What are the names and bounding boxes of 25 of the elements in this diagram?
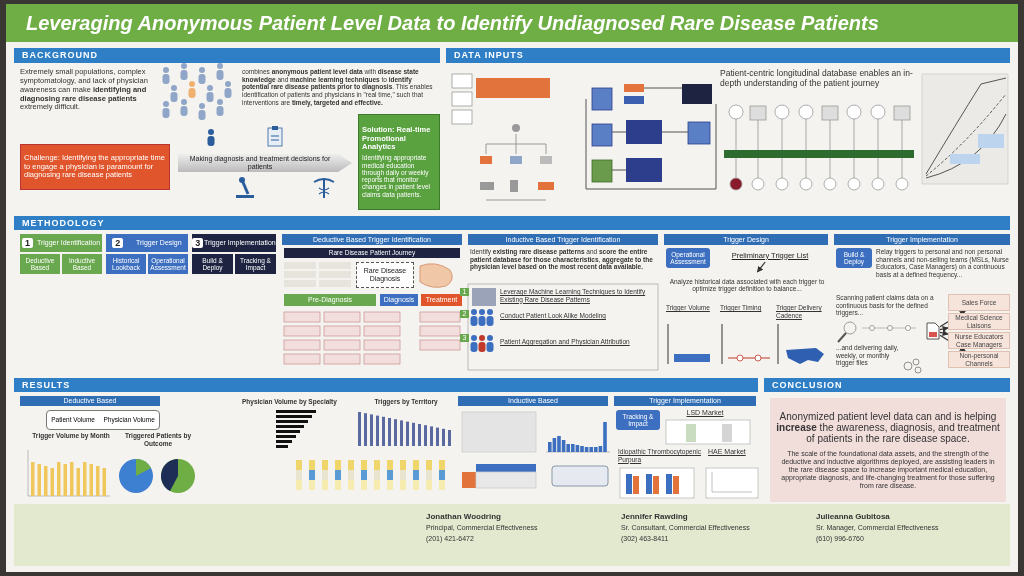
step-number: 3 <box>192 237 204 249</box>
arrow <box>939 310 966 328</box>
poster-title: Leveraging Anonymous Patient Level Data to Identify Undiagnosed Rare Disease Patients <box>6 4 1018 42</box>
step-tab <box>106 234 188 252</box>
document-icon <box>926 322 940 340</box>
section-header: BACKGROUND <box>14 48 440 63</box>
step-tab <box>20 234 102 252</box>
metrics-box <box>46 410 160 430</box>
step-number: 2 <box>112 237 124 249</box>
solution-box <box>358 114 440 210</box>
step-number: 1 <box>21 237 33 249</box>
section-header: RESULTS <box>14 378 758 392</box>
section-header: METHODOLOGY <box>14 216 1010 230</box>
arrow <box>939 330 949 336</box>
step-tab <box>192 234 276 252</box>
author-name: Jonathan Woodring <box>426 512 502 522</box>
section-header: CONCLUSION <box>764 378 1010 392</box>
journey-caption: Patient-centric longitudinal database enables an in-depth understanding of the patient journey <box>720 68 914 89</box>
author-name: Julieanna Gubitosa <box>816 512 891 522</box>
section-header: DATA INPUTS <box>446 48 1010 63</box>
arrow <box>939 326 949 332</box>
arrow <box>756 261 766 273</box>
author-name: Jennifer Rawding <box>621 512 689 522</box>
conclusion-lead: Anonymized patient level data can and is helping increase the awareness, diagnosis, and treatment of patients in the rare disease space. <box>776 410 1000 445</box>
arrow <box>939 334 966 352</box>
